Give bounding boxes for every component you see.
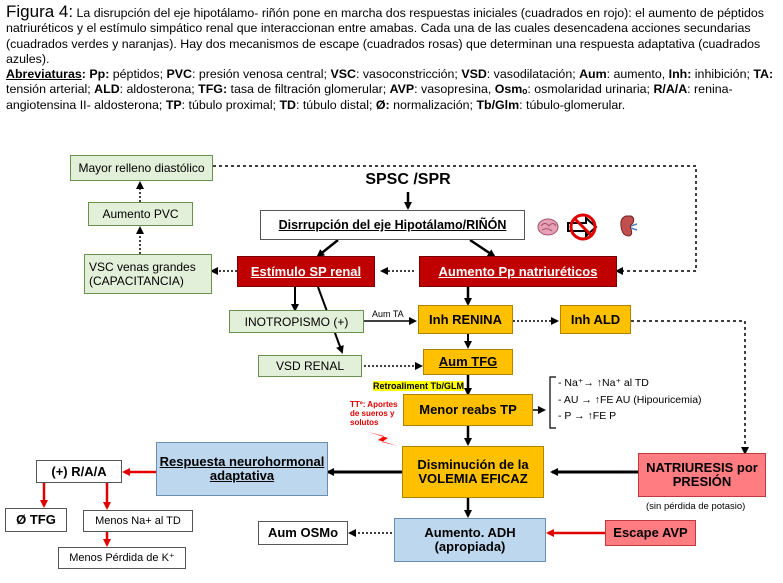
respuesta-box: Respuesta neurohormonal adaptativa [156, 442, 328, 496]
inh-ald-box: Inh ALD [560, 305, 631, 334]
aumento-pp-box: Aumento Pp natriuréticos [419, 256, 617, 287]
abbr-key: TFG: [198, 82, 228, 97]
abbr-key: Tb/Glm [476, 97, 520, 112]
abbr-value: : aumento, [606, 67, 669, 82]
abbr-value: : aldosterona; [119, 82, 199, 97]
menos-na-box: Menos Na+ al TD [83, 510, 193, 532]
sin-perdida-note: (sin pérdida de potasio) [646, 501, 746, 512]
inh-renina-box: Inh RENINA [418, 305, 513, 334]
figure-caption: Figura 4: La disrupción del eje hipotála… [6, 2, 774, 112]
estimulo-sp-label: Estímulo SP renal [250, 263, 362, 279]
aumento-adh-box: Aumento. ADH (apropiada) [394, 518, 546, 562]
arrow-ald-natriuresis [631, 320, 749, 455]
arrow-disruption-aumento [469, 238, 496, 258]
disminucion-box: Disminución de la VOLEMIA EFICAZ [402, 446, 544, 498]
abbr-value: : túbulo-glomerular. [519, 97, 626, 112]
abbr-key: Ø: [375, 97, 390, 112]
abbr-value: normalización; [389, 97, 477, 112]
abbr-value: tensión arterial; [6, 82, 95, 97]
raa-box: (+) R/A/A [36, 460, 122, 483]
caption-text: La disrupción del eje hipotálamo- riñón … [6, 6, 764, 66]
figure-label: Figura 4: [6, 2, 74, 21]
abbr-value: : túbulo proximal; [181, 97, 280, 112]
effect-na: - Na⁺→ ↑Na⁺ al TD [558, 377, 649, 389]
vsd-renal-box: VSD RENAL [258, 355, 362, 377]
abbreviations-label: Abreviaturas [6, 67, 82, 82]
abbr-key: R/A/A [653, 82, 688, 97]
abbr-value: : renina- angiotensina II- aldosterona; [6, 82, 733, 112]
kidney-icon [620, 215, 638, 237]
abbr-value: tasa de filtración glomerular; [227, 82, 390, 97]
aumento-pvc-box: Aumento PVC [88, 202, 193, 226]
natriuresis-box: NATRIURESIS por PRESIÓN [638, 453, 766, 497]
abbr-key: ALD [94, 82, 120, 97]
retroalim-label: Retroaliment Tb/GLM [373, 381, 465, 391]
abbr-key: VSC [330, 67, 356, 82]
abbr-value: : osmolaridad urinaria; [527, 82, 654, 97]
phi-tfg-box: Ø TFG [5, 508, 67, 532]
lightning-icon [368, 432, 398, 446]
effect-au: - AU → ↑FE AU (Hipouricemia) [558, 394, 702, 406]
abbr-key: TD [279, 97, 296, 112]
abbr-key: PVC [166, 67, 192, 82]
abbr-key: TP [165, 97, 182, 112]
abbr-key: Osmₒ [494, 82, 528, 97]
prohibition-arrow-icon [567, 213, 598, 241]
abbr-key: Pp: [89, 67, 110, 82]
brain-icon [537, 218, 559, 236]
aumento-pp-label: Aumento Pp natriuréticos [438, 263, 598, 279]
abbr-key: VSD [461, 67, 487, 82]
abbr-value: : presión venosa central; [192, 67, 331, 82]
tto-label: TTº: Aportes de sueros y solutos [350, 400, 398, 427]
abbr-value: inhibición; [691, 67, 754, 82]
effect-p: - P → ↑FE P [558, 410, 617, 422]
abbr-key: Inh: [668, 67, 692, 82]
disruption-label: Disrrupción del eje Hipotálamo/RIÑÓN [278, 218, 507, 232]
aum-tfg-box: Aum TFG [423, 349, 513, 375]
aum-osmo-box: Aum OSMo [258, 521, 348, 545]
arrow-disruption-estimulo [316, 239, 339, 258]
estimulo-sp-box: Estímulo SP renal [237, 256, 375, 287]
vsc-venas-box: VSC venas grandes (CAPACITANCIA) [84, 254, 212, 294]
menos-perdida-box: Menos Pérdida de K⁺ [58, 547, 186, 569]
aum-tfg-label: Aum TFG [438, 354, 498, 369]
effects-bracket [549, 376, 556, 429]
abbr-value: péptidos; [109, 67, 167, 82]
aum-ta-label: Aum TA [372, 309, 404, 319]
respuesta-label: Respuesta neurohormonal adaptativa [159, 454, 325, 483]
abbr-value: : vasopresina, [414, 82, 495, 97]
abbr-value: : vasoconstricción; [355, 67, 462, 82]
abbreviations-list: Pp: péptidos; PVC: presión venosa centra… [6, 67, 773, 112]
abbr-key: AVP [389, 82, 415, 97]
mayor-relleno-box: Mayor relleno diastólico [70, 155, 213, 181]
menor-reabs-box: Menor reabs TP [403, 394, 533, 426]
abbr-key: TA: [753, 67, 774, 82]
inotropismo-box: INOTROPISMO (+) [229, 310, 364, 333]
escape-avp-box: Escape AVP [605, 520, 696, 546]
abbr-value: : vasodilatación; [486, 67, 580, 82]
spsc-title: SPSC /SPR [365, 171, 451, 188]
arrow-relleno-aumento [213, 165, 697, 275]
abbr-value: : túbulo distal; [295, 97, 376, 112]
disruption-box: Disrrupción del eje Hipotálamo/RIÑÓN [260, 210, 525, 240]
abbr-key: Aum [579, 67, 607, 82]
